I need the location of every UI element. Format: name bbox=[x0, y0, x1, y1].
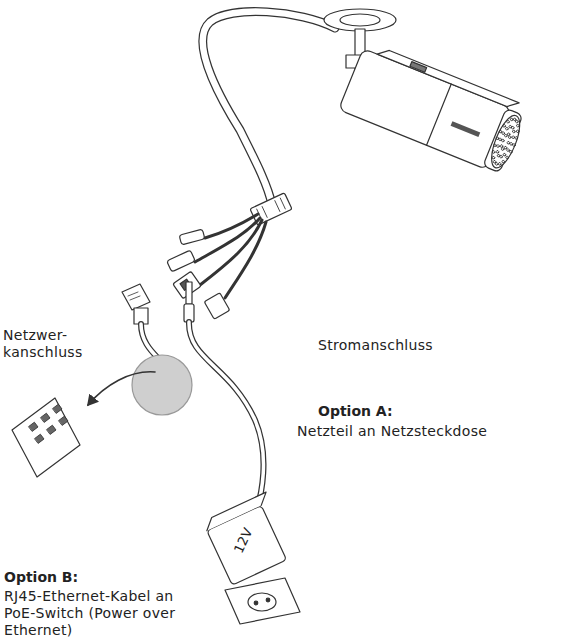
ir-led bbox=[510, 118, 513, 121]
ir-led bbox=[512, 143, 515, 146]
ir-led bbox=[492, 150, 495, 153]
switch-port bbox=[47, 425, 56, 434]
option-text: Netzteil an Netzsteckdose bbox=[297, 423, 557, 440]
ir-led bbox=[511, 126, 514, 129]
ir-led bbox=[505, 127, 508, 130]
ir-led bbox=[507, 133, 510, 136]
ir-led bbox=[515, 136, 518, 139]
option-heading: Option B: bbox=[4, 569, 204, 586]
ir-led bbox=[509, 150, 512, 153]
ir-led bbox=[502, 124, 505, 127]
ir-led bbox=[499, 130, 502, 133]
ir-led bbox=[515, 120, 518, 123]
ir-led bbox=[496, 137, 499, 140]
ir-led bbox=[505, 156, 508, 159]
ir-led bbox=[512, 136, 515, 139]
ir-led bbox=[496, 144, 499, 147]
port-label: Stromanschluss bbox=[318, 337, 518, 354]
ir-led bbox=[512, 130, 515, 133]
ir-led bbox=[506, 120, 509, 123]
ir-led bbox=[503, 153, 506, 156]
switch-port bbox=[29, 422, 38, 431]
ir-led bbox=[516, 124, 519, 127]
port-label: Netzwer- kanschluss bbox=[3, 327, 73, 361]
ir-led bbox=[502, 160, 505, 163]
option-text: RJ45-Ethernet-Kabel an PoE-Switch (Power… bbox=[4, 588, 182, 639]
switch-port bbox=[41, 413, 50, 422]
ir-led bbox=[492, 156, 495, 159]
switch-port bbox=[59, 416, 68, 425]
ir-led bbox=[508, 136, 511, 139]
ir-led bbox=[493, 144, 496, 147]
ir-led bbox=[497, 154, 500, 157]
ir-led bbox=[516, 130, 519, 133]
ir-led bbox=[498, 162, 501, 165]
option-heading: Option A: bbox=[318, 403, 518, 420]
ir-led bbox=[496, 150, 499, 153]
ir-led bbox=[501, 147, 504, 150]
ir-led bbox=[500, 144, 503, 147]
switch-port bbox=[35, 434, 44, 443]
switch-port bbox=[53, 404, 62, 413]
ir-led bbox=[493, 160, 496, 163]
